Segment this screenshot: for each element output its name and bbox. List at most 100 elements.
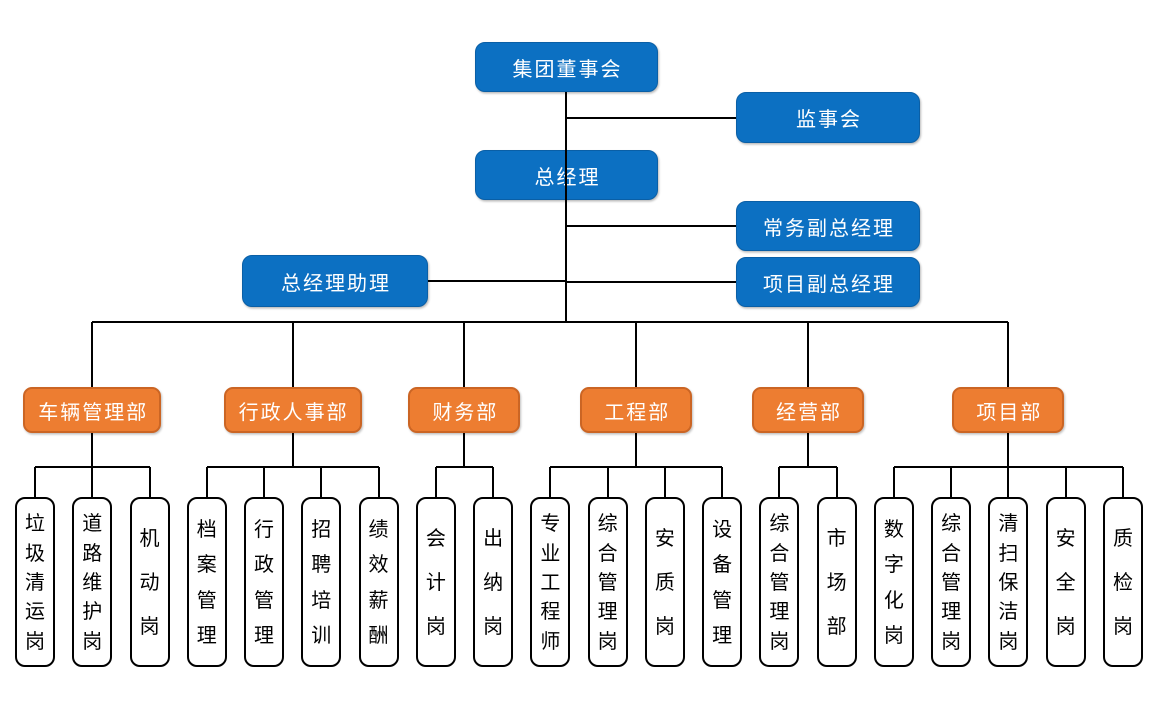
position-label-char: 培 (311, 587, 332, 612)
connector-line (91, 322, 94, 387)
connector-line (635, 433, 638, 467)
position-label-char: 岗 (941, 628, 962, 653)
position-box-3-0: 专业工程师 (530, 497, 571, 667)
position-label-char: 圾 (25, 540, 45, 565)
connector-line (320, 467, 323, 497)
position-label-char: 护 (82, 599, 103, 624)
position-label-char: 动 (139, 570, 160, 594)
position-label-char: 岗 (998, 628, 1019, 653)
position-box-2-1: 出纳岗 (473, 497, 514, 667)
connector-line (606, 467, 609, 497)
department-box-2: 财务部 (408, 387, 521, 433)
position-box-1-0: 档案管理 (186, 497, 227, 667)
connector-line (807, 433, 809, 467)
position-label-char: 部 (826, 614, 847, 638)
position-label-char: 管 (196, 587, 217, 612)
connector-line (205, 467, 208, 497)
position-label-char: 纳 (483, 570, 504, 594)
position-label-char: 管 (597, 569, 618, 594)
connector-line (91, 433, 94, 467)
position-label-char: 检 (1112, 570, 1133, 594)
position-label-char: 道 (82, 511, 103, 536)
department-box-0: 车辆管理部 (23, 387, 162, 433)
connector-line (721, 467, 724, 497)
org-node-gm-assistant: 总经理助理 (242, 255, 428, 307)
position-label-char: 招 (311, 517, 332, 542)
position-label-char: 安 (1055, 526, 1076, 550)
connector-line (1007, 467, 1010, 497)
connector-line (206, 466, 379, 468)
connector-line (291, 322, 294, 387)
connector-line (291, 433, 294, 467)
position-label-char: 质 (654, 570, 675, 594)
position-label-char: 师 (540, 628, 561, 653)
connector-line (566, 225, 736, 227)
connector-line (566, 117, 736, 119)
position-label-char: 字 (883, 552, 904, 577)
position-box-4-1: 市场部 (816, 497, 857, 667)
department-box-3: 工程部 (580, 387, 693, 433)
position-label-char: 档 (196, 517, 217, 542)
position-label-char: 垃 (25, 511, 45, 536)
position-box-0-1: 道路维护岗 (72, 497, 113, 667)
position-label-char: 政 (254, 552, 275, 577)
position-box-5-2: 清扫保洁岗 (988, 497, 1029, 667)
department-box-1: 行政人事部 (223, 387, 362, 433)
position-label-char: 化 (883, 587, 904, 612)
position-box-1-3: 绩效薪酬 (358, 497, 399, 667)
position-label-char: 综 (769, 511, 790, 536)
position-label-char: 维 (82, 569, 103, 594)
position-label-char: 市 (826, 526, 847, 550)
position-label-char: 薪 (368, 587, 389, 612)
position-box-5-0: 数字化岗 (873, 497, 914, 667)
position-box-1-2: 招聘培训 (301, 497, 342, 667)
connector-line (950, 467, 953, 497)
position-label-char: 理 (196, 622, 217, 647)
position-label-char: 设 (712, 517, 733, 542)
position-label-char: 全 (1055, 570, 1076, 594)
position-label-char: 安 (654, 526, 675, 550)
position-label-char: 合 (941, 540, 962, 565)
position-label-char: 管 (254, 587, 275, 612)
position-label-char: 行 (254, 517, 275, 542)
position-label-char: 会 (425, 526, 446, 550)
position-label-char: 岗 (654, 614, 675, 638)
connector-line (549, 467, 552, 497)
position-label-char: 清 (25, 569, 45, 594)
org-node-project-deputy-gm: 项目副总经理 (736, 257, 920, 307)
position-label-char: 机 (139, 526, 160, 550)
position-label-char: 管 (712, 587, 733, 612)
position-box-0-2: 机动岗 (129, 497, 170, 667)
connector-line (779, 466, 837, 468)
position-label-char: 案 (196, 552, 217, 577)
position-label-char: 理 (254, 622, 275, 647)
department-box-4: 经营部 (752, 387, 864, 433)
position-label-char: 训 (311, 622, 332, 647)
connector-line (835, 467, 838, 497)
position-box-4-0: 综合管理岗 (759, 497, 800, 667)
connector-line (492, 467, 495, 497)
position-label-char: 岗 (883, 622, 904, 647)
position-label-char: 岗 (425, 614, 446, 638)
org-node-board: 集团董事会 (475, 42, 658, 92)
connector-line (1007, 433, 1010, 467)
position-label-char: 岗 (769, 628, 790, 653)
connector-line (566, 281, 736, 283)
position-label-char: 合 (597, 540, 618, 565)
connector-line (34, 467, 36, 497)
position-label-char: 保 (998, 569, 1019, 594)
position-label-char: 酬 (368, 622, 389, 647)
connector-line (263, 467, 266, 497)
connector-line (1007, 322, 1010, 387)
connector-line (91, 467, 94, 497)
position-label-char: 管 (769, 569, 790, 594)
position-label-char: 效 (368, 552, 389, 577)
connector-line (434, 467, 437, 497)
position-box-3-2: 安质岗 (644, 497, 685, 667)
position-label-char: 理 (941, 599, 962, 624)
position-box-2-0: 会计岗 (415, 497, 456, 667)
position-label-char: 岗 (1055, 614, 1076, 638)
position-box-0-0: 垃圾清运岗 (15, 497, 55, 667)
position-box-5-3: 安全岗 (1045, 497, 1086, 667)
